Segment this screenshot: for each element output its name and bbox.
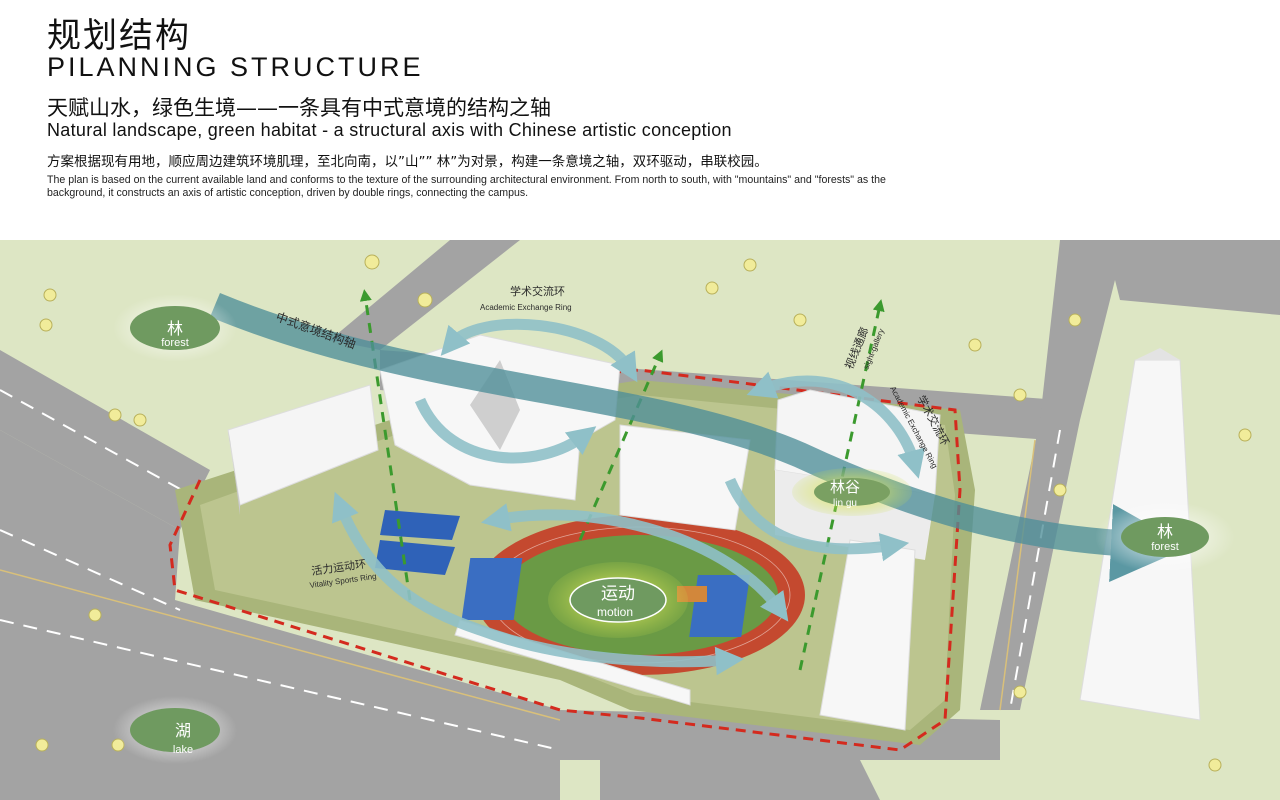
- subtitle: 天赋山水，绿色生境——一条具有中式意境的结构之轴: [47, 96, 551, 120]
- forest-left-cn: 林: [167, 319, 183, 338]
- header: 规划结构 PILANNING STRUCTURE 天赋山水，绿色生境——一条具有…: [0, 0, 1280, 240]
- academic-ring-en: Academic Exchange Ring: [480, 303, 572, 312]
- description: 方案根据现有用地，顺应周边建筑环境肌理，至北向南，以”山”” 林”为对景，构建一…: [47, 154, 768, 170]
- subtitle-en: Natural landscape, green habitat - a str…: [47, 120, 732, 140]
- lake-en: lake: [173, 744, 193, 756]
- motion-cn: 运动: [601, 584, 635, 604]
- site-plan-svg: 林 forest 林 forest 湖 lake 运动 motion 林谷 li…: [0, 240, 1280, 800]
- rings: [332, 318, 926, 676]
- forest-left-en: forest: [161, 337, 189, 349]
- page-title: 规划结构: [47, 16, 191, 56]
- lake-cn: 湖: [175, 721, 191, 740]
- page-title-en: PILANNING STRUCTURE: [47, 52, 424, 82]
- academic-ring-cn: 学术交流环: [510, 284, 565, 298]
- forest-right-en: forest: [1151, 541, 1179, 553]
- motion-en: motion: [597, 605, 633, 619]
- trees: [35, 254, 1252, 772]
- site-plan: 林 forest 林 forest 湖 lake 运动 motion 林谷 li…: [0, 240, 1280, 800]
- forest-right-cn: 林: [1157, 522, 1173, 541]
- lingu-en: lin gu: [833, 498, 857, 509]
- lingu-cn: 林谷: [830, 478, 860, 496]
- description-en: The plan is based on the current availab…: [47, 174, 886, 199]
